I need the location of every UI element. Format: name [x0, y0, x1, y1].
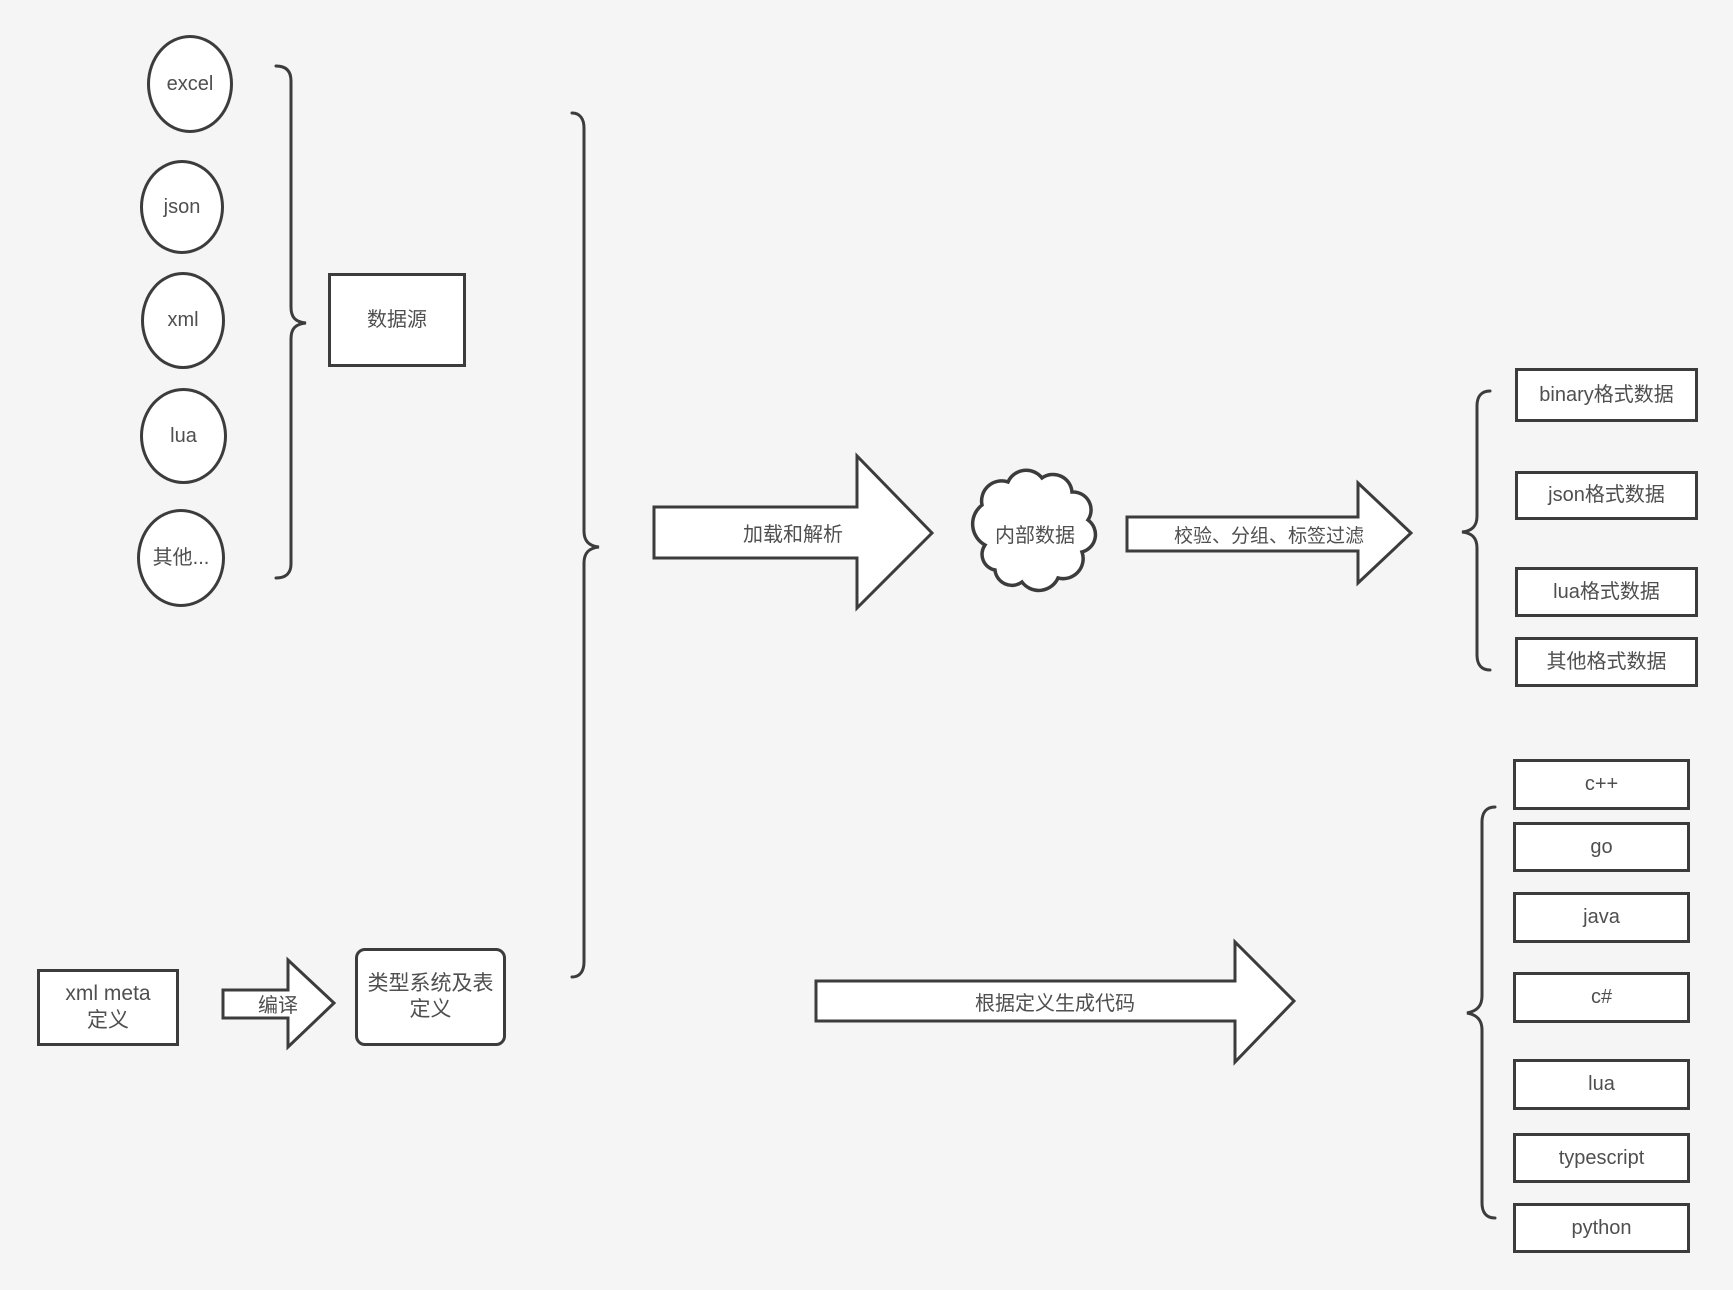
- format-box-other: 其他格式数据: [1515, 637, 1698, 687]
- pipeline-brace: [570, 111, 600, 979]
- format-box-json: json格式数据: [1515, 471, 1698, 520]
- filter-arrow: [1125, 479, 1414, 587]
- datasource-brace: [274, 64, 307, 580]
- language-box-go: go: [1513, 822, 1690, 872]
- language-box-csharp: c#: [1513, 972, 1690, 1023]
- internal-data-cloud: [970, 468, 1098, 593]
- source-node-excel: excel: [147, 35, 233, 133]
- language-box-cpp: c++: [1513, 759, 1690, 810]
- datasource-box: 数据源: [328, 273, 466, 367]
- language-box-java: java: [1513, 892, 1690, 943]
- format-box-binary: binary格式数据: [1515, 368, 1698, 422]
- source-node-lua: lua: [140, 388, 227, 484]
- languages-brace: [1466, 805, 1497, 1220]
- type-system-definition-box: 类型系统及表定义: [355, 948, 506, 1046]
- source-node-other: 其他...: [137, 509, 225, 607]
- source-node-json: json: [140, 160, 224, 254]
- generate-code-arrow: [814, 938, 1297, 1066]
- source-node-xml: xml: [141, 272, 225, 369]
- load-parse-arrow: [652, 452, 935, 612]
- language-box-python: python: [1513, 1203, 1690, 1253]
- format-box-lua: lua格式数据: [1515, 567, 1698, 617]
- language-box-lua: lua: [1513, 1059, 1690, 1110]
- xml-meta-definition-box: xml meta定义: [37, 969, 179, 1046]
- formats-brace: [1461, 389, 1492, 672]
- language-box-typescript: typescript: [1513, 1133, 1690, 1183]
- compile-arrow: [221, 956, 337, 1051]
